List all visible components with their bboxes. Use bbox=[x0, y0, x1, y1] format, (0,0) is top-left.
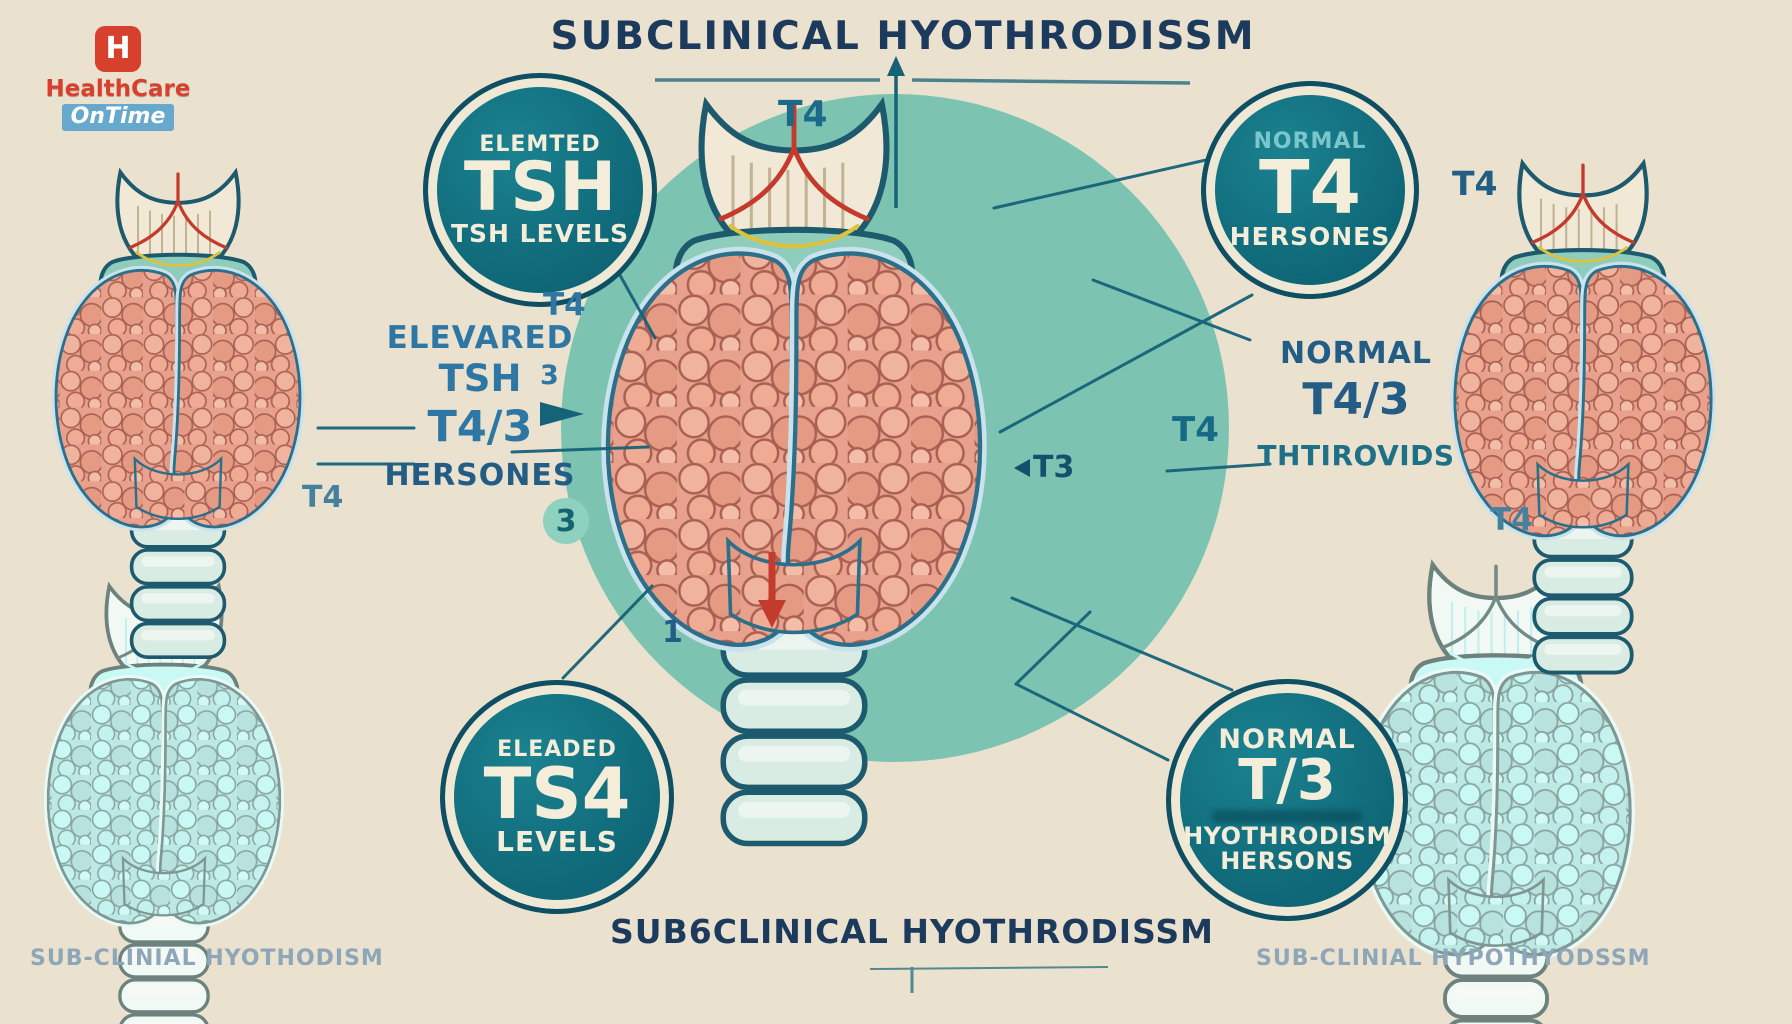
badge-bottom-text: HERSONES bbox=[1229, 221, 1391, 251]
marker-t3-text: T3 bbox=[1033, 450, 1075, 485]
badge-big-text: T4 bbox=[1259, 145, 1361, 232]
badge-big-text: TSH bbox=[463, 148, 617, 228]
down-arrow-icon bbox=[758, 552, 786, 628]
right-arrow-icon bbox=[540, 402, 584, 426]
left-thyroid-illustration bbox=[56, 172, 300, 657]
right-label-line2: T4/3 bbox=[1302, 374, 1410, 425]
marker-t3: T3 bbox=[1014, 450, 1074, 485]
right-label-line3: THTIROVIDS bbox=[1257, 439, 1455, 472]
badge-big-text: T/3 bbox=[1238, 748, 1336, 814]
badge-small-text: ELEMTED bbox=[479, 132, 601, 158]
left-label-line3: T4/3 bbox=[427, 402, 533, 452]
marker-t4-left-thyroid: T4 bbox=[302, 480, 344, 515]
marker-t4-right-top: T4 bbox=[1452, 164, 1498, 203]
left-label-line1: ELEVARED bbox=[386, 320, 574, 356]
connector-lines bbox=[316, 158, 1272, 762]
badge-line3-text: HYOTHRODISM bbox=[1183, 821, 1391, 850]
badge-small-text: NORMAL bbox=[1218, 724, 1356, 756]
logo-name-bottom: OnTime bbox=[61, 104, 175, 131]
t3-arrow-left-icon bbox=[1014, 458, 1030, 477]
blur-smear bbox=[1212, 809, 1362, 823]
badge-big-text: TS4 bbox=[483, 752, 631, 835]
badge-elevated-tsh: ELEMTED TSH TSH LEVELS bbox=[423, 73, 657, 307]
left-label-block: ELEVARED TSH T4/3 HERSONES bbox=[350, 320, 610, 493]
bottom-marker bbox=[869, 966, 1109, 993]
up-arrow-icon bbox=[887, 56, 905, 208]
right-label-block: NORMAL T4/3 THTIROVIDS bbox=[1250, 336, 1462, 472]
left-label-line4: HERSONES bbox=[384, 458, 576, 493]
badge-small-text: NORMAL bbox=[1253, 129, 1367, 155]
badge-normal-t4: NORMAL T4 HERSONES bbox=[1201, 81, 1419, 299]
badge-small-text: ELEADED bbox=[497, 736, 617, 762]
marker-t4-right-mid: T4 bbox=[1172, 410, 1219, 450]
badge-elevated-ts4: ELEADED TS4 LEVELS bbox=[440, 680, 674, 914]
caption-bottom-right: SUB-CLINIAL HYPOTHYODSSM bbox=[1256, 946, 1651, 971]
badge-line4-text: HERSONS bbox=[1220, 846, 1354, 875]
title-underline bbox=[655, 78, 1191, 85]
logo-h-icon: H bbox=[95, 26, 141, 72]
marker-3-left: 3 bbox=[540, 360, 559, 391]
marker-t4-right-thyroid: T4 bbox=[1490, 502, 1533, 538]
marker-t4-top-center: T4 bbox=[778, 94, 828, 135]
left-label-line2: TSH bbox=[438, 357, 522, 400]
bottom-title: SUB6CLINICAL HYOTHRODISSM bbox=[610, 912, 1214, 951]
marker-t4-left-mid: T4 bbox=[543, 287, 586, 323]
badge-bottom-text: LEVELS bbox=[496, 825, 618, 859]
caption-bottom-left: SUB-CLINIAL HYOTHODISM bbox=[30, 946, 384, 971]
logo-name-top: HealthCare bbox=[45, 76, 191, 102]
healthcare-ontime-logo: H HealthCare OnTime bbox=[38, 26, 198, 131]
right-label-line1: NORMAL bbox=[1280, 336, 1432, 371]
marker-3-blob: 3 bbox=[543, 498, 589, 544]
main-title: SUBCLINICAL HYOTHRODISSM bbox=[550, 14, 1256, 59]
marker-1-center: 1 bbox=[662, 615, 683, 650]
badge-normal-t3: NORMAL T/3 HYOTHRODISM HERSONS bbox=[1166, 679, 1408, 921]
badge-bottom-text: TSH LEVELS bbox=[450, 218, 630, 248]
